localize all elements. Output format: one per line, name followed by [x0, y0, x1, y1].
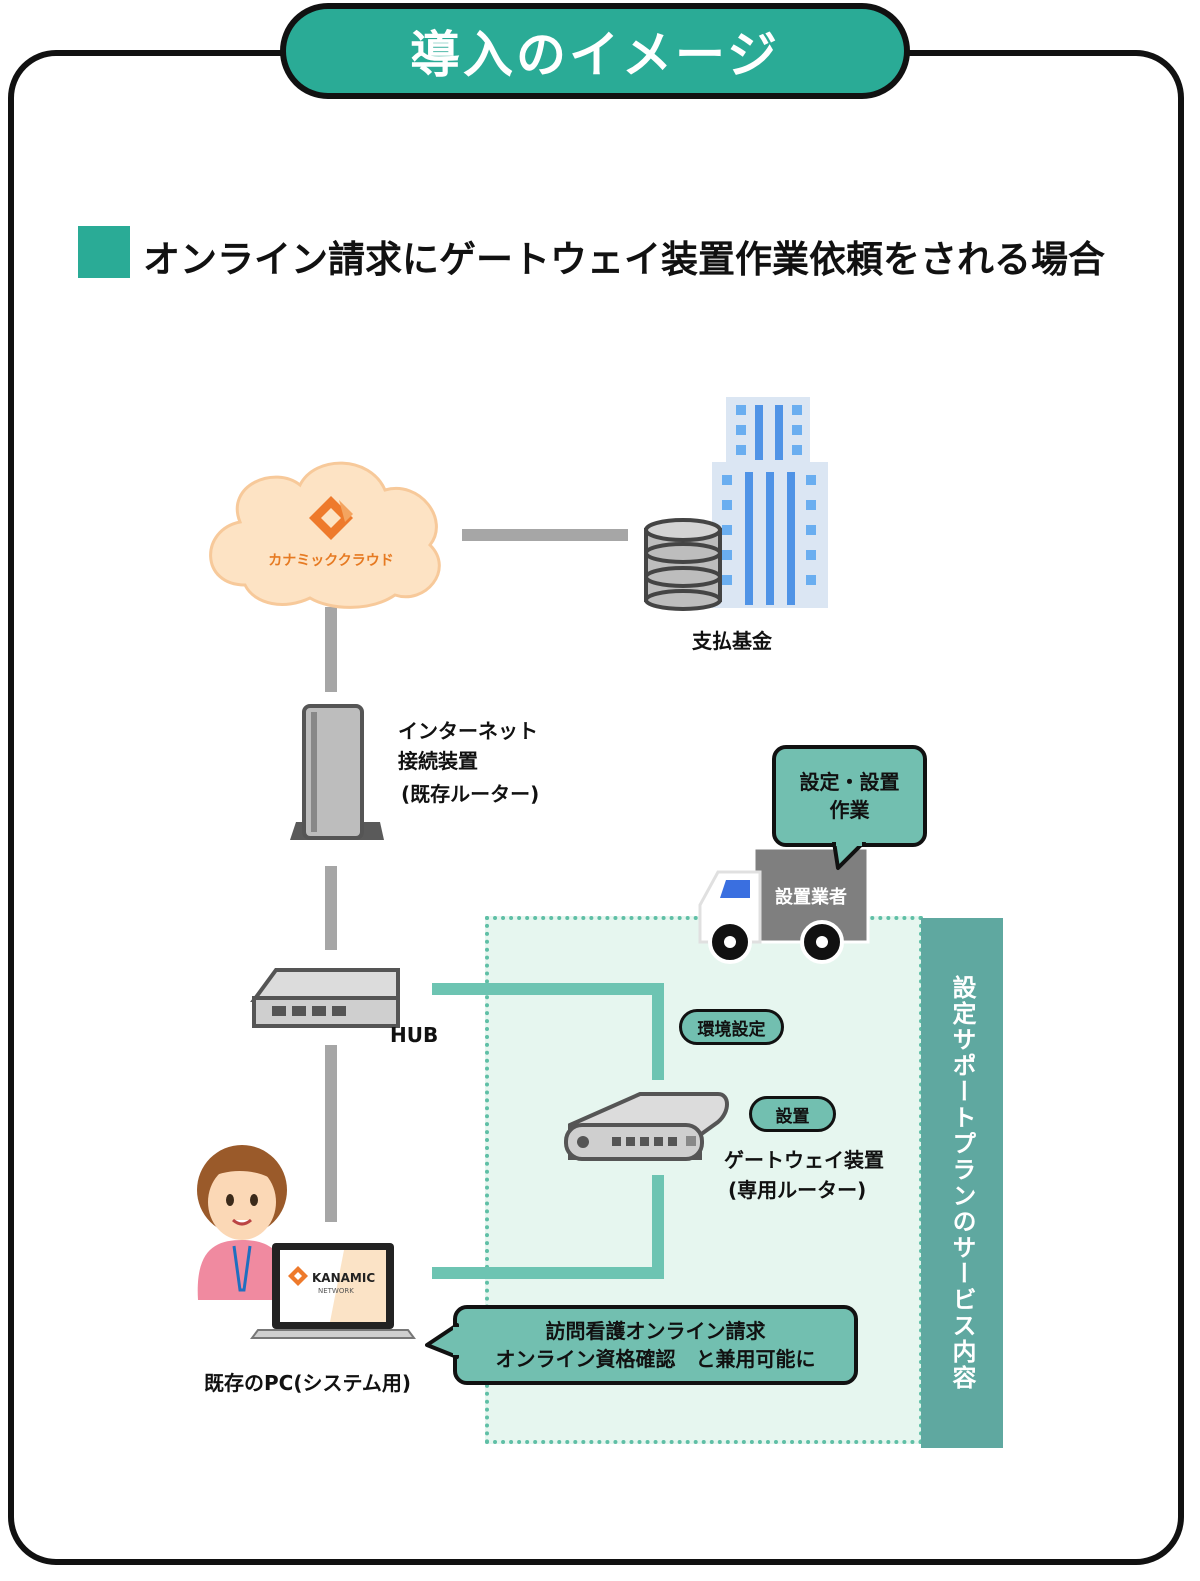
database-icon — [644, 518, 722, 611]
router-label-line1: インターネット — [398, 719, 538, 743]
pc-bubble-line2: オンライン資格確認 と兼用可能に — [495, 1347, 816, 1371]
page-title: 導入のイメージ — [280, 3, 910, 99]
cloud-icon — [209, 461, 441, 609]
building-icon — [712, 397, 828, 608]
router-label-line3: (既存ルーター) — [401, 782, 540, 806]
pc-speech-bubble: 訪問看護オンライン請求 オンライン資格確認 と兼用可能に — [453, 1305, 858, 1385]
person-icon — [197, 1145, 289, 1300]
pc-bubble-tail — [425, 1323, 459, 1359]
cloud-label: カナミッククラウド — [268, 553, 393, 569]
truck-bubble-line2: 作業 — [829, 798, 870, 822]
heading-marker — [78, 226, 130, 278]
gateway-icon — [564, 1092, 729, 1161]
pc-label: 既存のPC(システム用) — [204, 1371, 412, 1395]
kanamic-logo-icon — [288, 1266, 308, 1286]
laptop-logo-subtext: NETWORK — [318, 1287, 354, 1295]
service-plan-band: 設定サポートプランのサービス内容 — [921, 918, 1003, 1448]
gateway-label-line2: (専用ルーター) — [728, 1178, 867, 1202]
pc-bubble-line1: 訪問看護オンライン請求 — [545, 1319, 766, 1343]
link-gateway-pc — [432, 1175, 664, 1279]
laptop-logo-text: KANAMIC — [312, 1271, 375, 1285]
laptop-icon — [250, 1243, 416, 1339]
installation-badge: 設置 — [749, 1096, 836, 1132]
hub-label: HUB — [390, 1023, 439, 1047]
truck-icon — [698, 846, 870, 964]
truck-bubble-tail — [832, 842, 866, 870]
hub-icon — [250, 968, 400, 1028]
truck-speech-bubble: 設定・設置 作業 — [772, 745, 927, 847]
truck-bubble-line1: 設定・設置 — [799, 770, 900, 794]
router-icon — [290, 704, 384, 840]
router-label-line2: 接続装置 — [398, 749, 478, 773]
fund-label: 支払基金 — [692, 629, 772, 653]
link-hub-gateway — [432, 983, 664, 1080]
section-heading: オンライン請求にゲートウェイ装置作業依頼をされる場合 — [143, 238, 1105, 281]
gateway-label-line1: ゲートウェイ装置 — [724, 1148, 884, 1172]
kanamic-logo-icon — [309, 496, 353, 540]
environment-setup-badge: 環境設定 — [679, 1009, 784, 1045]
truck-label: 設置業者 — [775, 886, 847, 908]
